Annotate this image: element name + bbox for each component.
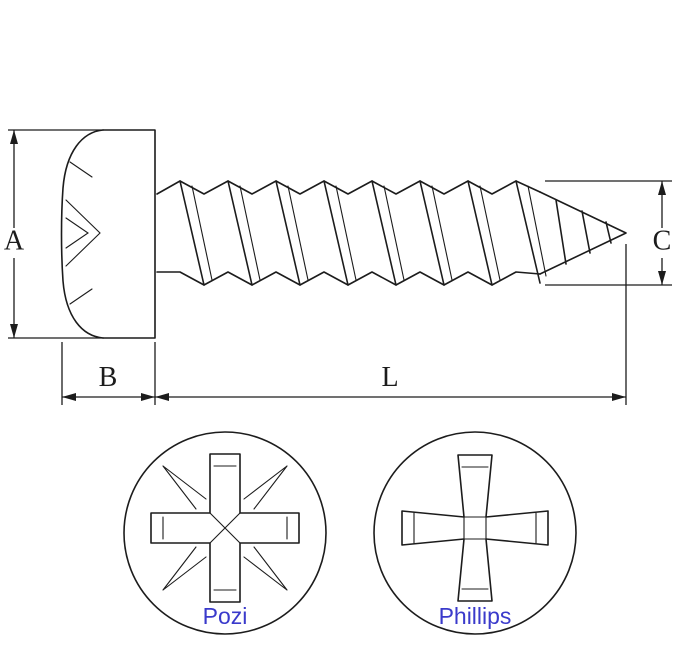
dimension-b-lines [61,342,156,405]
screw-head-outline [60,129,156,339]
thread-top-edge [156,180,541,195]
dimension-point-diameter: C [545,180,672,286]
dimension-l-lines [155,244,627,405]
dimension-head-diameter: A [4,129,104,339]
pozi-circle [123,431,327,635]
dimension-head-height: B [61,342,156,405]
phillips-drive-view: Phillips [373,431,577,635]
phillips-label: Phillips [439,603,512,629]
pozi-tip-detail-lines [162,465,288,591]
screw-side-view [60,129,627,339]
pozi-center-x-lines [209,512,241,544]
dimension-c-label: C [653,225,672,256]
thread-helix-lines [179,180,541,286]
phillips-cross-outline [401,454,549,602]
thread-bottom-edge [156,271,541,286]
phillips-circle [373,431,577,635]
phillips-tip-detail-lines [413,466,537,590]
pozi-drive-view: Pozi [123,431,327,635]
head-recess-profile-lines [65,161,101,305]
pozi-label: Pozi [203,603,248,629]
dimension-length: L [155,244,627,405]
dimension-c-lines [545,180,672,286]
screw-point [539,191,627,275]
dimension-b-label: B [99,362,118,393]
dimension-a-lines [8,129,104,339]
phillips-center-square [463,516,487,540]
dimension-a-label: A [4,225,25,256]
dimension-l-label: L [381,362,398,393]
pozi-diagonal-ticks [162,465,288,591]
thread-helix-secondary-lines [191,185,547,281]
